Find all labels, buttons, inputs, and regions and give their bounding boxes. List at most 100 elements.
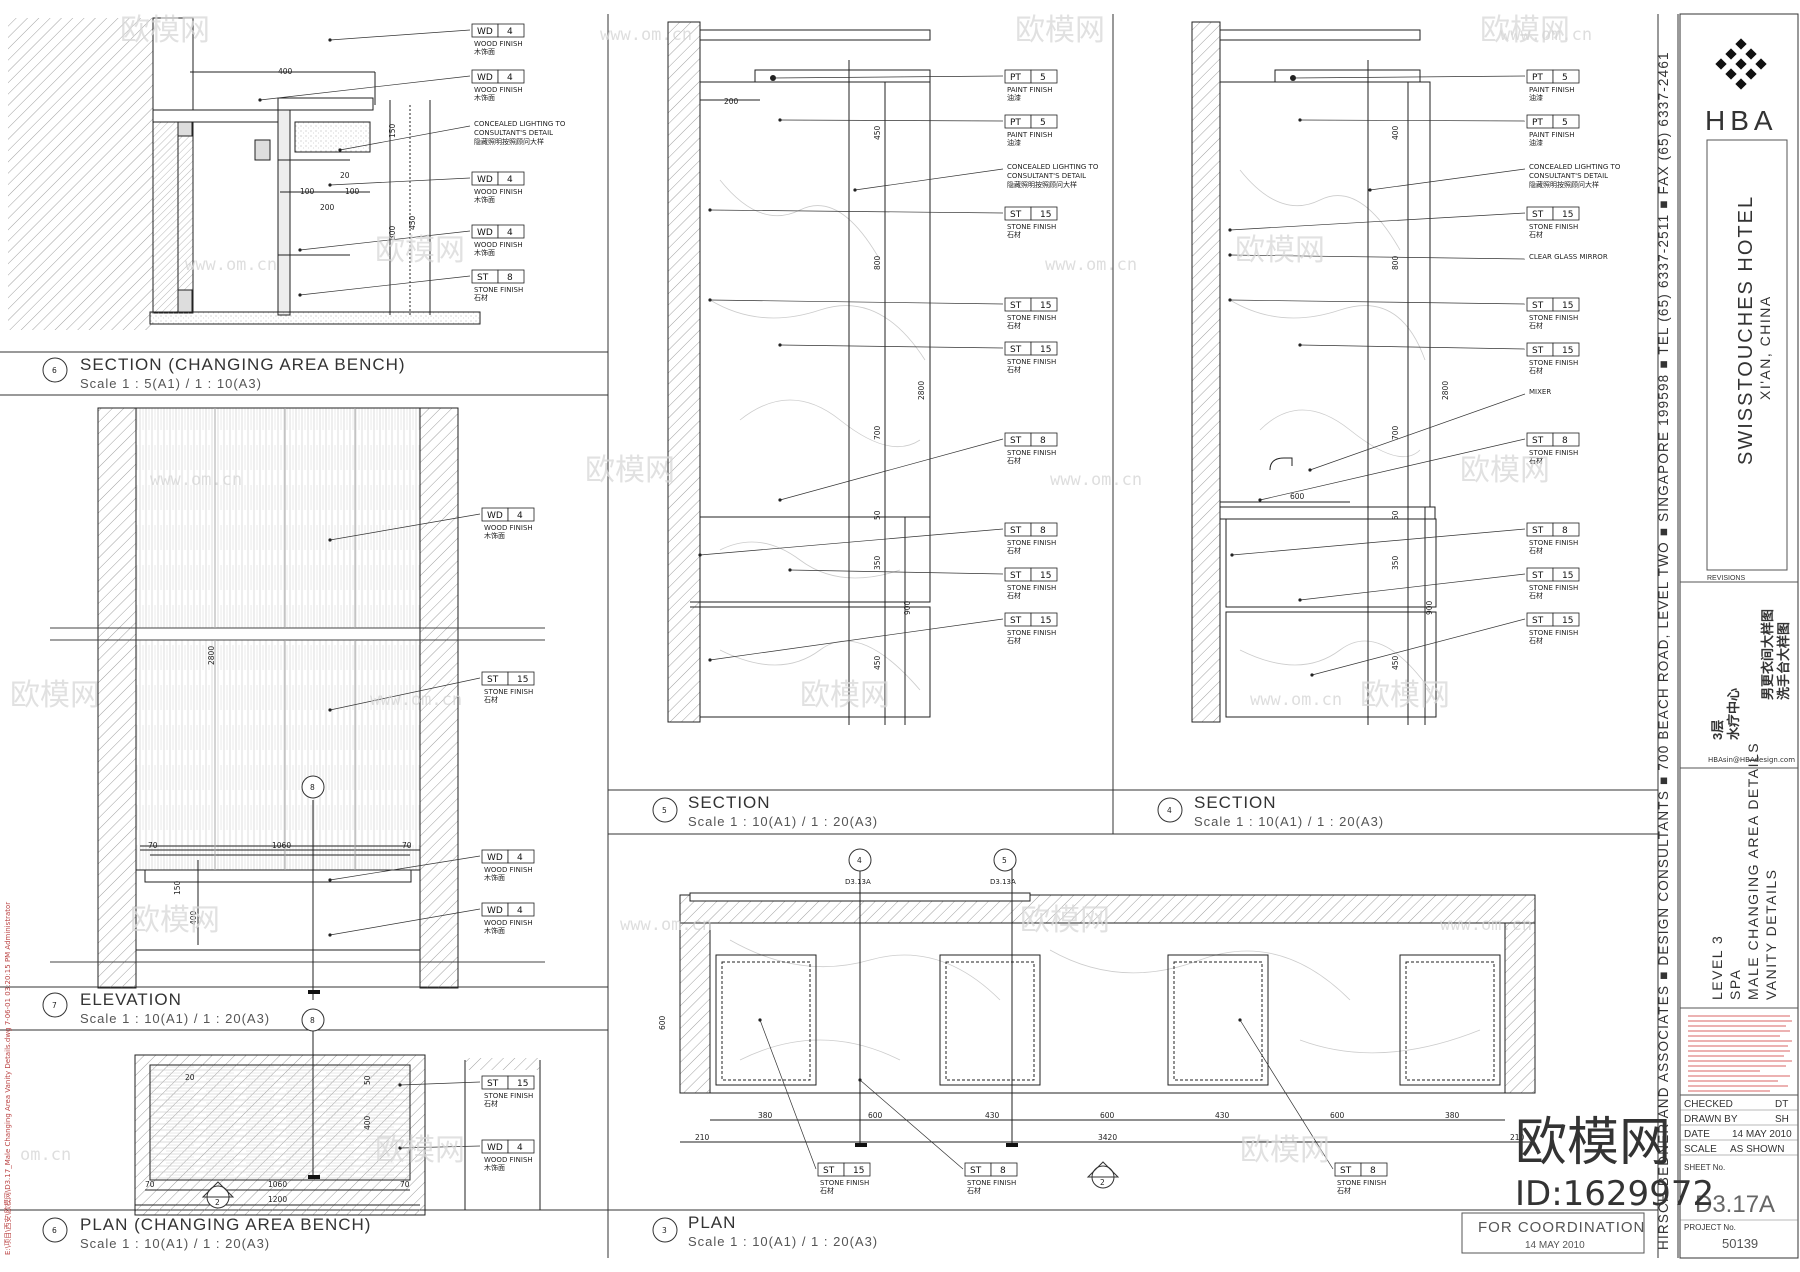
dim-label: 700 (1391, 425, 1400, 440)
project-no-label: PROJECT No. (1684, 1223, 1736, 1232)
leader-line (779, 119, 1004, 122)
leader-line (699, 528, 1004, 556)
dim-label: 1200 (268, 1195, 287, 1204)
leader-line (709, 299, 1004, 305)
dim-label: 600 (868, 1111, 883, 1120)
section-marker: 8 (301, 775, 325, 799)
leader-line (259, 75, 471, 101)
view-6-section-bench: 400 150 20 100 100 200 450 300 (8, 17, 481, 330)
material-label-cn: 隐藏照明按照顾问大样 (1007, 180, 1077, 189)
view-number: 7 (52, 1001, 57, 1010)
dim-label: 20 (340, 171, 350, 180)
view-scale: Scale 1 : 10(A1) / 1 : 20(A3) (80, 1236, 270, 1251)
material-label: STONE FINISH (820, 1179, 869, 1187)
material-label: STONE FINISH (1007, 223, 1056, 231)
dim-label: 400 (189, 910, 198, 925)
leader-line (329, 677, 481, 711)
material-number: 15 (1562, 210, 1573, 220)
material-label: CONSULTANT'S DETAIL (1529, 172, 1608, 180)
leader-line (329, 29, 471, 41)
svg-text:8: 8 (310, 783, 315, 792)
leader-line (329, 177, 471, 186)
sheet-no-label: SHEET No. (1684, 1163, 1725, 1172)
detail-marker: 4 D3.13A (845, 848, 872, 886)
material-label: STONE FINISH (1529, 449, 1578, 457)
dim-label: 50 (363, 1075, 372, 1085)
material-number: 15 (1562, 616, 1573, 626)
project-no-value: 50139 (1722, 1236, 1758, 1251)
material-number: 15 (517, 1079, 528, 1089)
leader-line (1231, 528, 1526, 556)
detail-marker: 5 D3.13A (990, 848, 1017, 886)
dim-label: 450 (408, 215, 417, 230)
dim-label: 20 (185, 1073, 195, 1082)
view-6-plan-bench: 1060 1200 70 70 50 400 20 (134, 1020, 541, 1216)
view-scale: Scale 1 : 10(A1) / 1 : 20(A3) (80, 1011, 270, 1026)
watermark-brand-large: 欧模网 (1515, 1113, 1671, 1173)
dim-label: 210 (695, 1133, 710, 1142)
leader-line (329, 855, 481, 881)
dim-label: 70 (145, 1180, 155, 1189)
view-scale: Scale 1 : 10(A1) / 1 : 20(A3) (1194, 814, 1384, 829)
watermark-brand: 欧模网 (1460, 453, 1550, 488)
watermark-brand: 欧模网 (585, 453, 675, 488)
coordination-stamp: FOR COORDINATION 14 MAY 2010 (1461, 1212, 1645, 1254)
view-scale: Scale 1 : 5(A1) / 1 : 10(A3) (80, 376, 262, 391)
dim-label: 150 (388, 123, 397, 138)
material-number: 5 (1040, 73, 1046, 83)
leader-dot (1238, 1018, 1242, 1022)
leader-line (759, 1019, 817, 1170)
material-label-cn: 石材 (1007, 230, 1021, 239)
leader-dot (1258, 498, 1262, 502)
title-cn-1: 3层 (1710, 720, 1725, 740)
leader-lines (258, 29, 1526, 1170)
leader-dot (778, 343, 782, 347)
drawn-label: DRAWN BY (1684, 1114, 1738, 1125)
dim-label: 70 (400, 1180, 410, 1189)
watermark-site: www.om.cn (1250, 690, 1342, 710)
material-number: 15 (1040, 210, 1051, 220)
leader-dot (758, 1018, 762, 1022)
leader-line (789, 569, 1004, 575)
leader-dot (1308, 468, 1312, 472)
leader-line (299, 275, 471, 296)
view-number: 4 (1167, 806, 1172, 815)
dim-label: 700 (873, 425, 882, 440)
watermark-brand: 欧模网 (1360, 678, 1450, 713)
material-number: 4 (517, 853, 523, 863)
stamp-line-2: 14 MAY 2010 (1525, 1240, 1585, 1251)
view-title: SECTION (1194, 793, 1277, 812)
material-label: STONE FINISH (484, 1092, 533, 1100)
watermark-brand: 欧模网 (130, 903, 220, 938)
watermark-layer: 欧模网欧模网欧模网欧模网欧模网欧模网欧模网欧模网欧模网欧模网欧模网欧模网欧模网欧… (10, 13, 1592, 1168)
dim-label: 1060 (268, 1180, 287, 1189)
material-label-cn: 石材 (474, 293, 488, 302)
material-label: STONE FINISH (1529, 314, 1578, 322)
material-number: 15 (1040, 345, 1051, 355)
material-number: 15 (1562, 346, 1573, 356)
leader-dot (708, 658, 712, 662)
material-label-cn: 石材 (1007, 591, 1021, 600)
material-label: CONCEALED LIGHTING TO (1007, 163, 1099, 171)
material-number: 5 (1562, 73, 1568, 83)
material-number: 4 (517, 906, 523, 916)
title-cn-2: 水疗中心 (1726, 688, 1741, 740)
material-label-cn: 油漆 (1007, 93, 1021, 102)
material-label-cn: 木饰面 (484, 1163, 505, 1172)
leader-line (1299, 573, 1526, 601)
watermark-brand: 欧模网 (120, 13, 210, 48)
material-label: STONE FINISH (1529, 223, 1578, 231)
material-number: 15 (853, 1166, 864, 1176)
material-code: WD (477, 228, 493, 238)
watermark-brand: 欧模网 (1480, 13, 1570, 48)
material-label-cn: 石材 (1337, 1186, 1351, 1195)
